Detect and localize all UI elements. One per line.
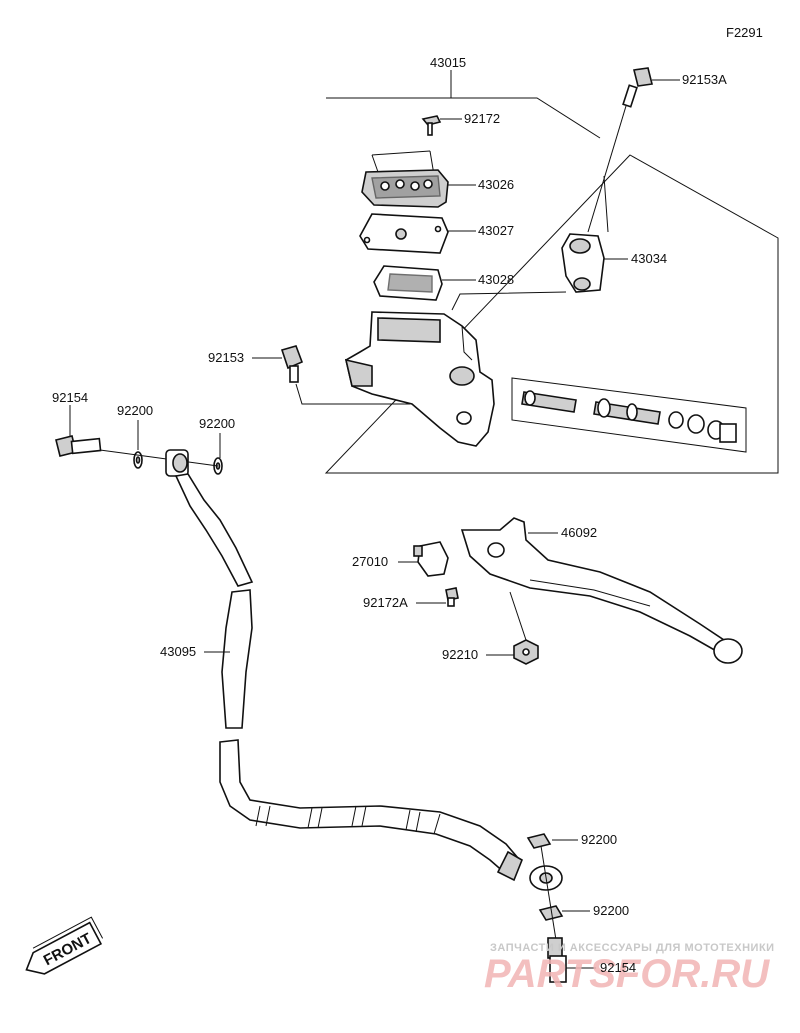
watermark-tagline: ЗАПЧАСТИ И АКСЕССУАРЫ ДЛЯ МОТОТЕХНИКИ [490, 942, 775, 954]
front-direction-badge: FRONT [25, 916, 104, 975]
part-washer-92200-a [133, 451, 143, 469]
part-bolt-92153 [280, 345, 304, 383]
part-washer-92200-c [526, 833, 552, 849]
label-92210: 92210 [442, 647, 478, 662]
part-cover-43026 [361, 150, 449, 208]
label-43027: 43027 [478, 223, 514, 238]
part-screw-92172 [421, 115, 442, 136]
leader-92153-b [295, 383, 410, 405]
part-bolt-92153A [622, 67, 653, 108]
label-92200-d: 92200 [593, 903, 629, 918]
part-banjo-bolt-92154-top [55, 435, 102, 457]
leader-92210-axis [509, 591, 527, 641]
bolt-axis-bottom [540, 845, 557, 941]
part-nut-92210 [513, 639, 539, 665]
part-switch-27010 [413, 541, 449, 577]
label-92200-c: 92200 [581, 832, 617, 847]
label-92200-a: 92200 [117, 403, 153, 418]
label-43028: 43028 [478, 272, 514, 287]
label-92172: 92172 [464, 111, 500, 126]
watermark-logo: PARTSFOR.RU [484, 952, 770, 996]
bolt-axis-92153A [587, 105, 627, 233]
part-screw-92172A [445, 587, 459, 607]
part-banjo-bolt-92154-bottom [547, 937, 567, 983]
label-27010: 27010 [352, 554, 388, 569]
figure-code: F2291 [726, 25, 763, 40]
label-92153A: 92153A [682, 72, 727, 87]
part-hose-43095 [165, 449, 563, 891]
label-43015: 43015 [430, 55, 466, 70]
piston-kit-panel [511, 377, 747, 453]
part-master-cylinder-body [344, 311, 495, 447]
label-43026: 43026 [478, 177, 514, 192]
label-92172A: 92172A [363, 595, 408, 610]
part-diaphragm-43028 [373, 265, 443, 301]
part-lever-46092 [460, 517, 743, 664]
label-43034: 43034 [631, 251, 667, 266]
label-92154-bottom: 92154 [600, 960, 636, 975]
clamp-link-line [451, 291, 567, 311]
bolt-axis-92153A-b [603, 175, 609, 233]
part-clamp-43034 [561, 233, 605, 293]
label-43095: 43095 [160, 644, 196, 659]
label-92153: 92153 [208, 350, 244, 365]
label-92200-b: 92200 [199, 416, 235, 431]
label-92154-top: 92154 [52, 390, 88, 405]
label-46092: 46092 [561, 525, 597, 540]
bolt-axis-top [99, 449, 219, 467]
part-plate-43027 [359, 213, 449, 254]
